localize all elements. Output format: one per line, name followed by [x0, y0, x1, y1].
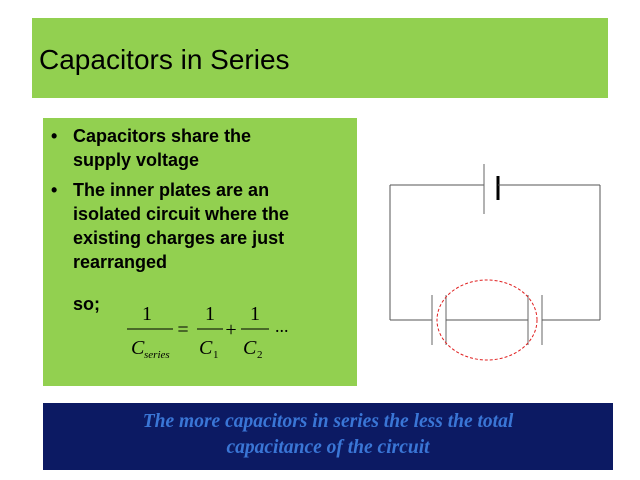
- lhs-denominator-subscript: series: [144, 349, 170, 361]
- bullet-2-line-2: isolated circuit where the: [73, 204, 290, 224]
- bullet-text-2: The inner plates are an isolated circuit…: [73, 178, 353, 274]
- so-label: so;: [73, 294, 100, 314]
- bullet-text-1: Capacitors share the supply voltage: [73, 124, 353, 172]
- banner-line-2: capacitance of the circuit: [226, 437, 430, 458]
- slide-title: Capacitors in Series: [39, 44, 290, 75]
- bullet-1-line-1: Capacitors share the: [73, 126, 252, 146]
- conclusion-banner: The more capacitors in series the less t…: [43, 403, 613, 470]
- lhs-numerator: 1: [142, 303, 152, 325]
- bullet-2-line-3: existing charges are just: [73, 228, 285, 248]
- term1-numerator: 1: [205, 303, 215, 325]
- bullet-1-line-2: supply voltage: [73, 150, 200, 170]
- series-capacitance-formula: 1 C series = 1 C 1 + 1 C 2 ...: [127, 303, 289, 361]
- term1-subscript: 1: [213, 349, 219, 361]
- bullet-box: • Capacitors share the supply voltage • …: [43, 118, 357, 386]
- term2-numerator: 1: [250, 303, 260, 325]
- bullet-2-line-4: rearranged: [73, 252, 168, 272]
- bullet-marker-1: •: [51, 126, 58, 146]
- plus-sign: +: [225, 319, 236, 341]
- bullet-marker-2: •: [51, 180, 58, 200]
- term1-symbol: C: [199, 337, 213, 359]
- inner-plates-ellipse: [436, 279, 538, 361]
- title-bar: Capacitors in Series: [32, 18, 608, 98]
- term2-fraction: 1 C 2: [241, 303, 269, 361]
- lhs-denominator-symbol: C: [131, 337, 145, 359]
- series-circuit-diagram: [389, 164, 601, 361]
- term2-symbol: C: [243, 337, 257, 359]
- term1-fraction: 1 C 1: [197, 303, 223, 361]
- ellipsis: ...: [275, 316, 289, 336]
- bullet-2-line-1: The inner plates are an: [73, 180, 270, 200]
- equals-sign: =: [177, 319, 188, 341]
- term2-subscript: 2: [257, 349, 263, 361]
- banner-line-1: The more capacitors in series the less t…: [142, 411, 514, 432]
- lhs-fraction: 1 C series: [127, 303, 173, 361]
